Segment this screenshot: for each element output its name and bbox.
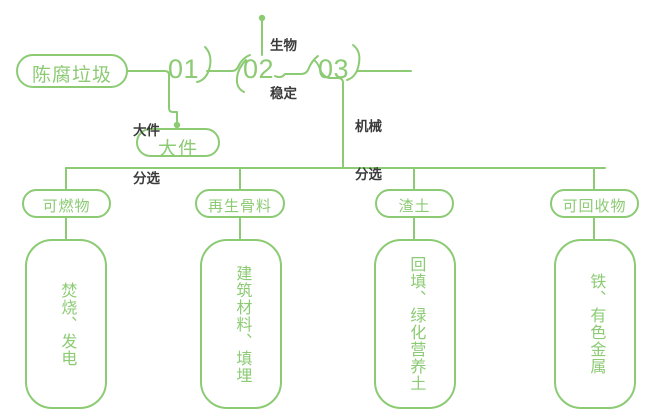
pill-source-label: 陈腐垃圾 xyxy=(31,65,112,86)
arc-02-left-lower xyxy=(235,59,247,93)
annotation-stage-03-line1: 机械 xyxy=(355,118,382,134)
dot-02-annotation xyxy=(258,14,266,22)
stage-number-01: 01 xyxy=(168,54,200,84)
pill-branch-3-label: 渣土 xyxy=(398,198,431,215)
annotation-stage-01-line2: 分选 xyxy=(133,170,160,186)
annotation-stage-01: 大件 分选 xyxy=(133,91,160,218)
arc-03-right-upper xyxy=(346,44,361,81)
detail-box-4-text: 铁、有色金属 xyxy=(587,273,605,375)
connector-01-down-stem xyxy=(168,77,178,125)
detail-box-1-text: 焚烧、发电 xyxy=(58,281,76,367)
detail-box-1-outline xyxy=(25,239,107,409)
annotation-stage-03-line2: 分选 xyxy=(355,166,382,182)
connector-source-to-01 xyxy=(126,70,170,93)
annotation-stage-02-line1: 生物 xyxy=(270,37,297,53)
annotation-stage-02: 生物 稳定 xyxy=(270,6,297,133)
stage-number-02: 02 xyxy=(243,54,275,84)
annotation-stage-02-line2: 稳定 xyxy=(270,85,297,101)
connector-01-to-02 xyxy=(206,54,251,72)
pill-branch-1-label: 可燃物 xyxy=(42,198,91,215)
pill-oversize-outline xyxy=(136,128,220,157)
detail-box-3-outline xyxy=(374,239,456,409)
detail-box-4-outline xyxy=(554,239,636,409)
detail-box-2-text: 建筑材料、填埋 xyxy=(233,264,251,384)
connector-02-to-03 xyxy=(274,55,319,79)
connector-03-down-stem xyxy=(313,59,344,169)
arc-01-right-upper xyxy=(196,46,212,83)
annotation-stage-03: 机械 分选 xyxy=(355,87,382,214)
annotation-stage-01-line1: 大件 xyxy=(133,122,160,138)
detail-box-3-text: 回填、绿化营养土 xyxy=(407,256,425,392)
dot-01-annotation xyxy=(173,121,181,129)
pill-branch-4-label: 可回收物 xyxy=(562,198,627,215)
detail-box-2-outline xyxy=(200,239,282,409)
pill-branch-2-label: 再生骨料 xyxy=(207,198,272,215)
pill-oversize-label: 大件 xyxy=(157,139,198,160)
stage-number-03: 03 xyxy=(318,54,350,84)
